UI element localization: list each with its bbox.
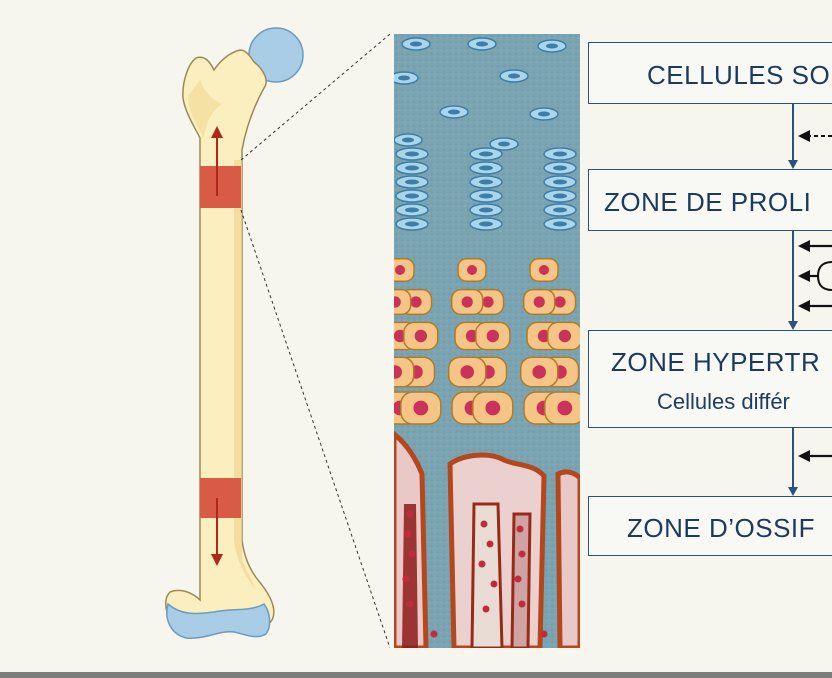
hypertrophic-cell-layer: [394, 258, 580, 425]
resting-cell: [401, 37, 431, 51]
hypertrophic-cell: [403, 321, 439, 351]
marrow-cells: [402, 510, 548, 638]
resting-cell: [529, 107, 559, 121]
zoom-line-bottom: [240, 209, 390, 649]
femur-illustration: [164, 27, 390, 649]
marrow-cell: [404, 530, 412, 538]
hypertrophic-zone-subtitle: Cellules différ: [657, 389, 790, 414]
proliferative-cell: [395, 161, 429, 175]
marrow-cell: [408, 550, 416, 558]
resting-cell: [394, 133, 423, 147]
proliferative-cell-layer: [395, 147, 577, 231]
proliferation-zone-title: ZONE DE PROLI: [604, 187, 812, 217]
marrow-cell: [430, 630, 438, 638]
input-arrow-b-curve: [816, 261, 832, 291]
input-arrowhead-d: [798, 450, 810, 462]
input-arrowhead-a: [798, 240, 810, 252]
resting-cell: [467, 37, 497, 51]
resting-cell: [394, 71, 419, 85]
proliferative-cell: [469, 189, 503, 203]
femur-shading: [234, 160, 256, 590]
proximal-growth-arrowhead: [211, 126, 223, 138]
hypertrophic-cell: [472, 391, 514, 425]
resting-cell: [489, 137, 519, 151]
hypertrophic-cell: [394, 288, 412, 316]
resting-cell: [439, 105, 469, 119]
marrow-cell: [540, 630, 548, 638]
proliferative-cell: [543, 217, 577, 231]
marrow-cell: [486, 540, 494, 548]
hypertrophic-cell: [457, 258, 487, 282]
proliferative-cell: [469, 203, 503, 217]
bottom-divider: [0, 672, 832, 678]
proliferative-cell: [543, 203, 577, 217]
marrow-cell: [514, 575, 522, 583]
proliferative-cell: [543, 161, 577, 175]
hypertrophic-cell: [547, 321, 580, 351]
proliferative-cell: [395, 189, 429, 203]
proliferative-cell: [469, 147, 503, 161]
proliferative-cell: [395, 203, 429, 217]
marrow-cell: [518, 550, 526, 558]
input-arrowhead-b: [798, 270, 810, 282]
marrow-channel-1: [402, 504, 418, 648]
hypertrophic-cell: [519, 356, 559, 388]
resting-cells-title: CELLULES SO: [647, 60, 831, 90]
hypertrophic-zone-box: ZONE HYPERTR Cellules différ: [588, 330, 832, 428]
distal-growth-plate: [200, 478, 241, 518]
marrow-cell: [516, 525, 524, 533]
proliferative-cell: [469, 175, 503, 189]
hypertrophic-cell: [447, 356, 487, 388]
proliferation-zone-box: ZONE DE PROLI: [588, 169, 832, 231]
flow-arrowhead-2: [788, 321, 798, 330]
proximal-growth-plate: [200, 166, 241, 208]
proliferative-cell: [395, 147, 429, 161]
marrow-cell: [478, 560, 486, 568]
marrow-channel-2: [470, 502, 504, 648]
resting-cell: [537, 39, 567, 53]
hypertrophic-cell: [394, 258, 415, 282]
ossification-zone-title: ZONE D’OSSIF: [627, 513, 816, 543]
input-arrowhead-dashed: [798, 130, 810, 142]
marrow-cell: [406, 510, 414, 518]
input-arrowhead-c: [798, 300, 810, 312]
proliferative-cell: [543, 147, 577, 161]
marrow-cell: [480, 520, 488, 528]
proliferative-cell: [543, 189, 577, 203]
proliferative-cell: [469, 217, 503, 231]
marrow-cell: [482, 605, 490, 613]
resting-cells-box: CELLULES SO: [588, 42, 832, 104]
marrow-cell: [518, 600, 526, 608]
proliferative-cell: [395, 217, 429, 231]
femur-head-shading: [188, 80, 222, 138]
zoom-line-top: [240, 33, 390, 161]
resting-cell: [499, 69, 529, 83]
ossification-zone-box: ZONE D’OSSIF: [588, 496, 832, 556]
hypertrophic-cell: [522, 288, 556, 316]
marrow-cell: [490, 580, 498, 588]
hypertrophic-cell: [450, 288, 484, 316]
marrow-cell: [406, 600, 414, 608]
flow-arrowhead-1: [788, 160, 798, 169]
proliferative-cell: [543, 175, 577, 189]
bone-spicule-right: [555, 469, 580, 648]
hypertrophic-cell: [544, 391, 580, 425]
distal-cartilage: [166, 602, 271, 639]
hypertrophic-cell: [529, 258, 559, 282]
hypertrophic-cell: [394, 356, 415, 388]
proliferative-cell: [469, 161, 503, 175]
hypertrophic-cell: [475, 321, 511, 351]
proliferative-cell: [395, 175, 429, 189]
ossification-layer: [394, 430, 580, 648]
marrow-cell: [402, 575, 410, 583]
resting-cell-layer: [394, 37, 567, 151]
hypertrophic-cell: [400, 391, 442, 425]
distal-growth-arrowhead: [211, 554, 223, 566]
histology-panel: [394, 34, 580, 648]
hypertrophic-zone-title: ZONE HYPERTR: [611, 347, 821, 377]
marrow-channel-3: [510, 512, 532, 648]
flow-arrowhead-3: [788, 487, 798, 496]
